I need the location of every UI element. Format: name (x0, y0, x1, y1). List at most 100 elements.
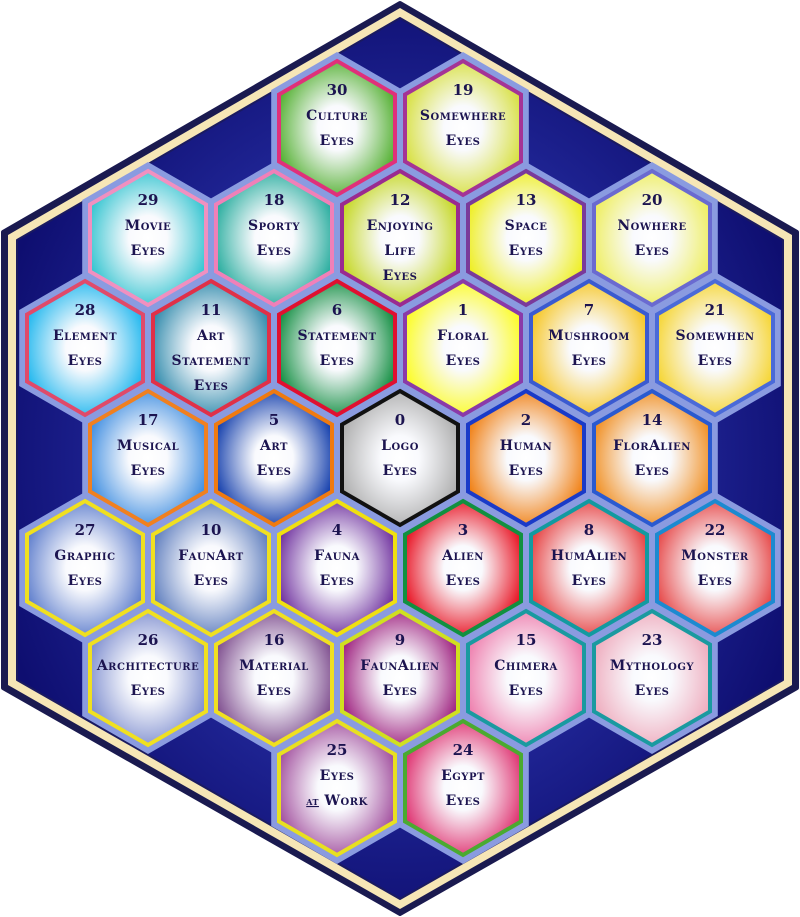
hex-label-line: Eyes (383, 268, 418, 284)
hex-label-line: Floral (437, 328, 489, 344)
hex-number: 10 (201, 521, 222, 539)
hex-label-line: Material (239, 658, 309, 674)
hex-number: 21 (705, 301, 726, 319)
hex-number: 28 (75, 301, 96, 319)
hex-number: 19 (453, 81, 474, 99)
hex-label-line: HumAlien (551, 548, 627, 564)
hex-label-line: Statement (171, 353, 250, 369)
hex-label-line: Eyes (131, 463, 166, 479)
hex-label-line: Eyes (320, 573, 355, 589)
hex-number: 6 (332, 301, 342, 319)
hex-label-line: Life (384, 243, 415, 259)
hex-label-line: at Work (305, 793, 368, 809)
hex-label-line: Movie (125, 218, 172, 234)
hex-shape (277, 718, 397, 858)
hex-label-line: Eyes (383, 463, 418, 479)
hex-label-line: Eyes (446, 133, 481, 149)
hex-label-line: Eyes (320, 133, 355, 149)
hex-shape (88, 388, 208, 528)
hex-label-line: FlorAlien (613, 438, 691, 454)
hex-label-line: Alien (441, 548, 484, 564)
hex-shape (277, 58, 397, 198)
hex-label-line: Eyes (446, 793, 481, 809)
hex-label-line: FaunAlien (360, 658, 439, 674)
hex-shape (592, 608, 712, 748)
hex-number: 8 (584, 521, 594, 539)
hex-number: 5 (269, 411, 279, 429)
hex-number: 26 (138, 631, 159, 649)
hex-label-line: Monster (681, 548, 749, 564)
hex-label-line: Eyes (68, 573, 103, 589)
hex-label-line: Sporty (248, 218, 300, 234)
hex-label-line: Eyes (572, 353, 607, 369)
hex-label-line: Eyes (131, 683, 166, 699)
hex-number: 11 (201, 301, 222, 319)
hex-label-line: Art (196, 328, 225, 344)
hex-label-line: Eyes (446, 353, 481, 369)
hex-label-line: FaunArt (178, 548, 244, 564)
hex-label-line: Mushroom (548, 328, 630, 344)
hex-shape (151, 498, 271, 638)
hex-label-line: Human (500, 438, 552, 454)
hex-label-line: Architecture (96, 658, 199, 674)
hex-label-line: Eyes (383, 683, 418, 699)
hex-shape (214, 388, 334, 528)
hex-number: 0 (395, 411, 405, 429)
hex-shape (466, 608, 586, 748)
hex-shape (340, 608, 460, 748)
hex-label-line: Musical (117, 438, 179, 454)
hex-number: 25 (327, 741, 348, 759)
hex-label-line: Eyes (572, 573, 607, 589)
hex-shape (529, 498, 649, 638)
hex-number: 20 (642, 191, 663, 209)
hex-number: 23 (642, 631, 663, 649)
hex-label-line: Eyes (635, 463, 670, 479)
hex-label-prefix: at (305, 795, 319, 808)
hex-shape (403, 498, 523, 638)
hex-number: 29 (138, 191, 159, 209)
hex-number: 24 (453, 741, 474, 759)
hex-shape (592, 168, 712, 308)
hex-layer: 30CultureEyes19SomewhereEyes29MovieEyes1… (25, 58, 775, 858)
hex-number: 2 (521, 411, 531, 429)
hex-label-line: Eyes (257, 463, 292, 479)
hex-label-line: Statement (297, 328, 376, 344)
hex-shape (403, 718, 523, 858)
hex-shape (340, 168, 460, 308)
hex-shape (655, 498, 775, 638)
hex-shape (466, 168, 586, 308)
hex-shape (151, 278, 271, 418)
hex-label-line: Eyes (635, 683, 670, 699)
